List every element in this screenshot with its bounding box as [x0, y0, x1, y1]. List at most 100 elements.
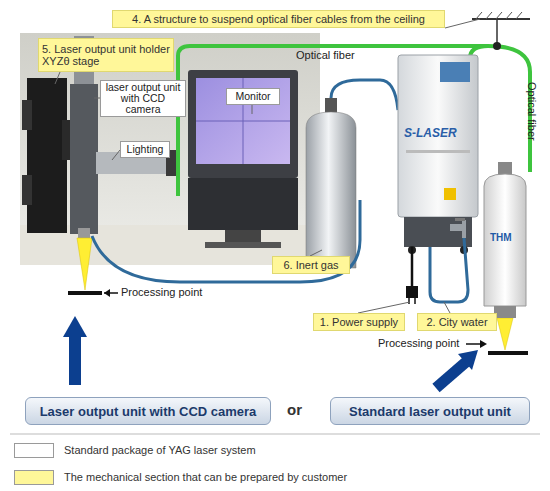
pointer-arrow-part [466, 343, 482, 345]
gas-cylinder [306, 98, 356, 268]
ceiling-mount-part [472, 18, 530, 20]
water-hose [430, 238, 468, 302]
power-cord-part [414, 298, 416, 304]
callout-box-text: 1. Power supply [320, 316, 398, 328]
separator-line [10, 434, 540, 435]
power-cord [406, 247, 418, 304]
xyz-stage-part [27, 78, 67, 233]
legend-text: Standard package of YAG laser system [64, 444, 256, 456]
label-box-text: laser output unit with CCD camera [103, 82, 183, 115]
brand-label: S-LASER [404, 126, 457, 140]
laser-beam-part [77, 238, 92, 290]
processing-surface-part [488, 351, 528, 355]
separator-line-part [10, 434, 540, 435]
gas-hose [92, 80, 398, 282]
xyz-stage [22, 78, 74, 233]
callout-box: 4. A structure to suspend optical fiber … [112, 10, 445, 28]
laser-machine-part [406, 150, 470, 153]
option-box-text: Standard laser output unit [349, 404, 511, 419]
photo-background [20, 33, 320, 265]
callout-box-text: 2. City water [426, 316, 487, 328]
option-box: Standard laser output unit [330, 397, 530, 425]
fiber-label: Optical fiber [296, 49, 355, 61]
monitor-part [196, 121, 290, 122]
monitor-part [196, 78, 290, 164]
callout-box-text: 6. Inert gas [283, 259, 338, 271]
leader-line-part [112, 150, 120, 160]
pointer-arrow-part [104, 289, 110, 297]
laser-machine-part [404, 217, 472, 247]
water-faucet-part [455, 218, 465, 221]
callout-box: 5. Laser output unit holder XYZθ stage [38, 38, 174, 72]
power-cord-part [408, 298, 410, 304]
big-arrow-part [458, 350, 478, 370]
pointer-arrow-part [480, 340, 487, 348]
gas-cylinder-part [325, 98, 337, 114]
brand-label: THM [490, 232, 512, 243]
laser-machine [398, 55, 478, 254]
ceiling-mount-part [516, 12, 522, 19]
big-arrow-part [69, 335, 81, 385]
laser-beam [77, 238, 513, 350]
legend-text: The mechanical section that can be prepa… [64, 471, 347, 483]
ceiling-mount-part [496, 19, 498, 46]
legend-swatch [14, 443, 54, 458]
ceiling-mount-part [493, 42, 501, 50]
monitor [188, 70, 298, 248]
laser-machine-part [440, 62, 470, 82]
leader-line-part [444, 302, 450, 313]
standard-output-unit-part [484, 174, 526, 306]
leader-line-part [252, 105, 253, 114]
leader-line-part [445, 19, 480, 28]
ceiling-mount-part [476, 12, 482, 19]
xyz-stage-part [22, 100, 32, 130]
label-box: laser output unit with CCD camera [100, 80, 186, 117]
water-hose-part [430, 238, 468, 302]
monitor-part [225, 230, 261, 242]
or-label: or [287, 401, 302, 418]
gas-hose-part [92, 200, 360, 282]
monitor-part [205, 242, 281, 248]
camera-unit-part [78, 228, 90, 238]
label-box-text: Lighting [127, 144, 164, 155]
ceiling-mount [472, 12, 530, 50]
xyz-stage-part [22, 175, 32, 205]
big-arrow [63, 316, 478, 388]
option-box: Laser output unit with CCD camera [25, 397, 271, 425]
legend-swatch [14, 470, 54, 485]
callout-box-text: 5. Laser output unit holder XYZθ stage [42, 43, 170, 67]
option-box-text: Laser output unit with CCD camera [40, 404, 257, 419]
laser-beam-part [497, 318, 513, 350]
callout-box: 2. City water [417, 313, 497, 331]
leader-line-part [55, 72, 60, 84]
label-box: Lighting [120, 141, 170, 158]
monitor-part [188, 70, 298, 178]
callout-box: 1. Power supply [313, 313, 405, 331]
standard-output-unit [484, 162, 526, 318]
monitor-part [188, 178, 298, 230]
callout-box-text: 4. A structure to suspend optical fiber … [132, 13, 425, 25]
gas-hose-part [331, 80, 398, 110]
ceiling-mount-part [486, 12, 492, 19]
big-arrow-part [436, 362, 466, 388]
label-box: Monitor [226, 88, 280, 105]
water-faucet [450, 218, 466, 238]
water-faucet-part [462, 220, 466, 238]
standard-output-unit-part [494, 306, 516, 318]
ceiling-mount-part [506, 12, 512, 19]
fiber-label: Optical fiber [526, 82, 538, 141]
photo-background-part [20, 33, 320, 265]
laser-machine-part [444, 188, 456, 200]
leader-line-part [358, 302, 410, 313]
callout-box: 6. Inert gas [272, 256, 350, 274]
gas-cylinder-part [306, 112, 356, 268]
processing-surface-part [68, 291, 102, 295]
ceiling-mount-part [496, 12, 502, 19]
laser-machine-part [398, 55, 478, 217]
label-box-text: Monitor [235, 91, 270, 102]
processing-point-label: Processing point [378, 337, 459, 349]
camera-unit-part [70, 84, 98, 234]
processing-point-label: Processing point [121, 286, 202, 298]
big-arrow-part [63, 316, 87, 337]
